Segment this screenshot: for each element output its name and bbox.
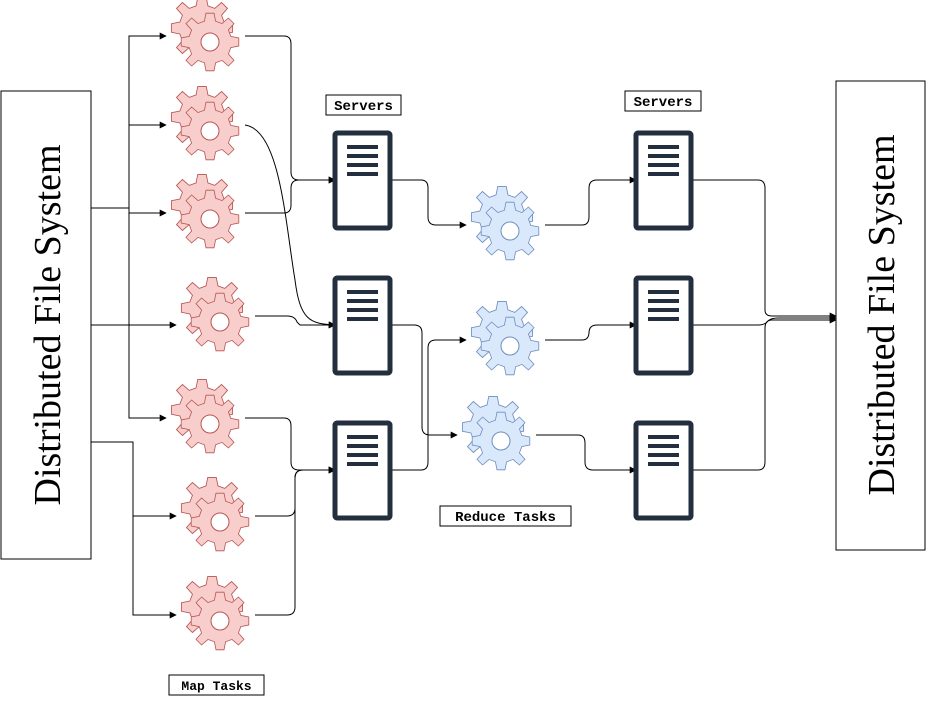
- edge-reduce1-server4: [545, 176, 637, 226]
- edges: [91, 32, 837, 619]
- edge-server2-reduce3: [390, 324, 458, 439]
- edge-server6-dfs: [691, 316, 837, 471]
- edge-server1-reduce1: [390, 179, 467, 229]
- map-task-6-gear-icon: [180, 476, 250, 552]
- server-icon: [636, 278, 691, 373]
- server-icon: [636, 133, 691, 228]
- map-task-7-gear-icon: [180, 575, 250, 651]
- edge-dfs-map6: [91, 441, 177, 520]
- edge-map7-server3: [255, 466, 336, 616]
- servers-right-text: Servers: [634, 95, 693, 111]
- edge-reduce3-server6: [536, 434, 637, 474]
- map-task-1-gear-icon: [170, 0, 240, 72]
- edge-server5-dfs: [691, 314, 837, 326]
- edge-dfs-map7: [132, 516, 177, 619]
- right-dfs-box: Distributed File System: [835, 80, 926, 551]
- reduce-task-2-gear-icon: [470, 300, 540, 376]
- reduce-tasks: [461, 185, 540, 471]
- edge-dfs-map3: [128, 208, 167, 217]
- reduce-tasks-text: Reduce Tasks: [455, 510, 556, 526]
- label-servers-right: Servers: [624, 90, 702, 112]
- edge-map4-server2: [255, 315, 336, 329]
- edge-dfs-map1: [91, 32, 167, 209]
- reduce-task-3-gear-icon: [461, 395, 531, 471]
- left-dfs-box: Distributed File System: [0, 90, 92, 560]
- left-dfs-label: Distributed File System: [27, 145, 69, 506]
- label-servers-left: Servers: [325, 94, 402, 116]
- map-task-5-gear-icon: [170, 378, 240, 454]
- server-icon: [335, 133, 390, 228]
- edge-reduce2-server5: [545, 321, 637, 341]
- edge-server3-reduce2: [390, 336, 467, 471]
- label-reduce-tasks: Reduce Tasks: [439, 505, 572, 527]
- server-icon: [335, 423, 390, 518]
- server-icon: [335, 278, 390, 373]
- map-task-4-gear-icon: [180, 276, 250, 352]
- map-task-2-gear-icon: [170, 85, 240, 161]
- edge-server4-dfs: [691, 179, 837, 320]
- edge-map2-server2: [244, 124, 336, 329]
- map-tasks: [170, 0, 250, 651]
- map-task-3-gear-icon: [170, 173, 240, 249]
- right-dfs-label: Distributed File System: [861, 135, 903, 496]
- server-icon: [636, 423, 691, 518]
- label-map-tasks: Map Tasks: [168, 674, 265, 696]
- map-tasks-text: Map Tasks: [181, 679, 251, 694]
- reduce-task-1-gear-icon: [470, 185, 540, 261]
- servers-left-text: Servers: [334, 99, 393, 115]
- edge-dfs-map5: [128, 213, 167, 422]
- edge-map1-server1: [245, 35, 336, 184]
- edge-map5-server3: [245, 417, 336, 474]
- edge-map3-server1: [245, 176, 336, 214]
